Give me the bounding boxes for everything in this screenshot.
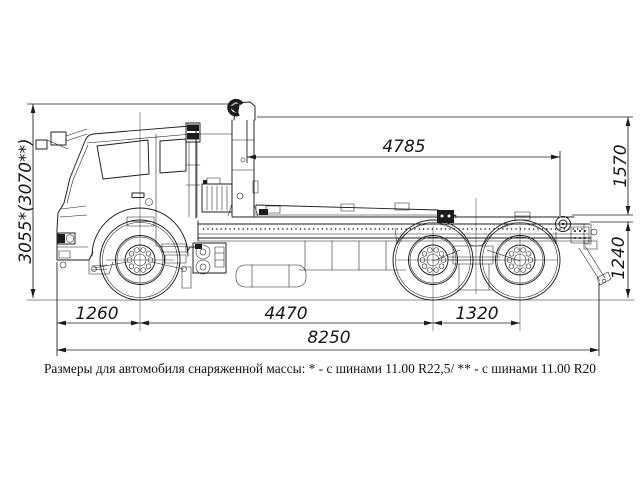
mirror-wide-angle — [35, 139, 48, 150]
extension-lines — [27, 103, 633, 356]
dim-frame-height: 1240 — [609, 222, 631, 298]
dimension-annotations: 3055*(3070**) 4785 1570 1240 — [16, 103, 633, 356]
dim-front-overhang-label: 1260 — [75, 304, 118, 324]
dim-overall-length-label: 8250 — [307, 328, 350, 348]
dim-bottom-chain: 1260 4470 1320 — [57, 304, 520, 326]
chassis-frame — [197, 216, 592, 245]
cab — [56, 125, 233, 289]
side-guard — [298, 240, 407, 271]
dim-hook-above-frame: 1570 — [611, 117, 631, 215]
door-handle — [131, 192, 145, 198]
side-mirrors — [35, 128, 88, 150]
hooklift-mast — [227, 98, 259, 217]
hook-latch — [229, 102, 240, 114]
dim-overall-height: 3055*(3070**) — [16, 104, 36, 298]
hooklift-beam — [255, 202, 531, 223]
mirror-main — [50, 131, 67, 146]
dim-frame-height-label: 1240 — [609, 236, 629, 279]
beam-rear-hinge — [437, 210, 454, 223]
battery-air-tank-box — [192, 242, 227, 275]
cab-step-upper — [161, 243, 187, 253]
rear-roller — [555, 216, 571, 232]
dim-hook-to-roller-label: 4785 — [382, 137, 425, 157]
front-wheel-arch — [91, 207, 189, 257]
cab-step-lower — [164, 254, 187, 264]
dim-hook-to-roller: 4785 — [247, 137, 560, 160]
hook-icon — [227, 98, 244, 117]
rear-mudflap-assembly — [570, 226, 612, 286]
door-window — [96, 139, 150, 180]
dim-overall-length: 8250 — [57, 328, 599, 353]
air-intake-stack — [185, 122, 201, 218]
dim-hook-above-frame-label: 1570 — [611, 144, 631, 187]
dim-overall-height-label: 3055*(3070**) — [16, 138, 36, 263]
front-mudflap — [181, 266, 192, 289]
quarter-window — [159, 138, 187, 174]
dim-rear-bogie-spread-label: 1320 — [455, 304, 498, 324]
hydraulic-tank-box — [201, 177, 233, 213]
truck-side-view — [26, 98, 635, 331]
rear-bogie-suspension — [432, 245, 521, 291]
fuel-tank — [235, 264, 307, 288]
rear-fenders — [394, 223, 557, 247]
figure-caption: Размеры для автомобиля снаряженной массы… — [44, 362, 596, 377]
dim-wheelbase-label: 4470 — [264, 304, 307, 324]
headlight — [57, 232, 76, 245]
